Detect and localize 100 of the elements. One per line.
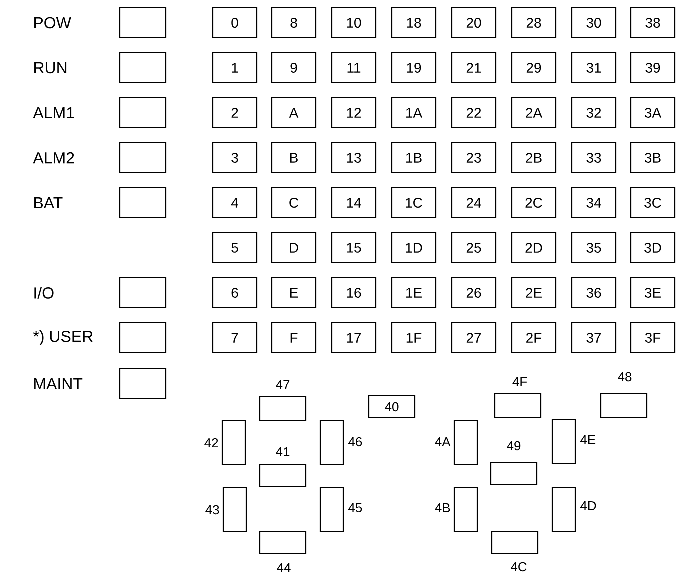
indicator-label: MAINT (34, 378, 83, 390)
segment-label: 42 (204, 438, 218, 448)
led-box: 9 (271, 52, 317, 84)
led-box: 24 (451, 187, 497, 219)
led-box: 38 (630, 7, 676, 39)
led-box: 18 (391, 7, 437, 39)
led-box: 29 (511, 52, 557, 84)
segment-led (320, 487, 344, 533)
segment-label: 47 (276, 380, 290, 390)
segment-led (552, 419, 576, 465)
led-box: 5 (212, 232, 258, 264)
led-box: 6 (212, 277, 258, 309)
led-box: 1C (391, 187, 437, 219)
led-box: 1F (391, 322, 437, 354)
indicator-label: ALM1 (33, 108, 74, 118)
segment-led (552, 487, 576, 533)
led-box: 3F (630, 322, 676, 354)
segment-led (259, 464, 307, 488)
led-box: 1 (212, 52, 258, 84)
led-box: C (271, 187, 317, 219)
segment-led (494, 393, 542, 419)
led-box: 3A (630, 97, 676, 129)
led-box: 2D (511, 232, 557, 264)
led-box: 2A (511, 97, 557, 129)
led-box: 3D (630, 232, 676, 264)
segment-label: 48 (618, 372, 632, 382)
segment-label: 43 (206, 505, 220, 515)
indicator-led (119, 142, 167, 174)
led-box: 19 (391, 52, 437, 84)
led-box: 1B (391, 142, 437, 174)
indicator-led (119, 322, 167, 354)
led-box: 3C (630, 187, 676, 219)
led-box: 33 (571, 142, 617, 174)
led-box: 31 (571, 52, 617, 84)
led-box: 15 (331, 232, 377, 264)
led-box: A (271, 97, 317, 129)
indicator-led (119, 368, 167, 400)
segment-led (222, 487, 248, 533)
led-box: 1E (391, 277, 437, 309)
indicator-label: *) USER (33, 330, 93, 346)
led-box: 10 (331, 7, 377, 39)
led-box: 2E (511, 277, 557, 309)
segment-led (491, 531, 539, 555)
segment-led (259, 531, 307, 555)
led-box: 11 (331, 52, 377, 84)
led-box: 20 (451, 7, 497, 39)
segment-label: 4D (580, 502, 596, 510)
segment-label: 4F (512, 378, 528, 386)
indicator-label: POW (34, 17, 72, 29)
led-box: 21 (451, 52, 497, 84)
segment-label: 46 (348, 437, 362, 447)
segment-led (490, 462, 538, 486)
led-box: 17 (331, 322, 377, 354)
indicator-label: ALM2 (33, 152, 74, 164)
led-box: 28 (511, 7, 557, 39)
segment-led (222, 420, 246, 466)
led-box: 25 (451, 232, 497, 264)
led-box: 36 (571, 277, 617, 309)
led-box: 13 (331, 142, 377, 174)
led-box: 2B (511, 142, 557, 174)
segment-label: 45 (348, 503, 362, 513)
led-box: 2F (511, 322, 557, 354)
led-box: D (271, 232, 317, 264)
led-box: 26 (451, 277, 497, 309)
led-box: 34 (571, 187, 617, 219)
led-box: 39 (630, 52, 676, 84)
led-box: B (271, 142, 317, 174)
led-box: 35 (571, 232, 617, 264)
led-box: 37 (571, 322, 617, 354)
led-box: E (271, 277, 317, 309)
indicator-label: I/O (34, 287, 54, 299)
segment-led (454, 487, 478, 533)
segment-label: 4B (435, 504, 450, 512)
segment-led (454, 420, 478, 466)
led-box: 23 (451, 142, 497, 174)
segment-label: 44 (277, 564, 291, 572)
indicator-led (119, 277, 167, 309)
led-box: 0 (212, 7, 258, 39)
led-box: 7 (212, 322, 258, 354)
led-box: F (271, 322, 317, 354)
indicator-led (119, 97, 167, 129)
indicator-led (119, 52, 167, 84)
led-box: 27 (451, 322, 497, 354)
led-box: 8 (271, 7, 317, 39)
segment-label: 49 (507, 441, 521, 451)
led-box: 16 (331, 277, 377, 309)
indicator-led (119, 187, 167, 219)
segment-led (320, 420, 344, 466)
led-box: 2C (511, 187, 557, 219)
led-box: 14 (331, 187, 377, 219)
led-box: 3 (212, 142, 258, 174)
segment-label: 4C (511, 562, 527, 572)
indicator-label: BAT (34, 198, 63, 208)
led-box: 32 (571, 97, 617, 129)
segment-label: 4A (435, 438, 451, 446)
segment-led (259, 396, 307, 422)
led-box: 4 (212, 187, 258, 219)
led-box: 2 (212, 97, 258, 129)
segment-led: 40 (368, 395, 416, 419)
indicator-led (119, 7, 167, 39)
